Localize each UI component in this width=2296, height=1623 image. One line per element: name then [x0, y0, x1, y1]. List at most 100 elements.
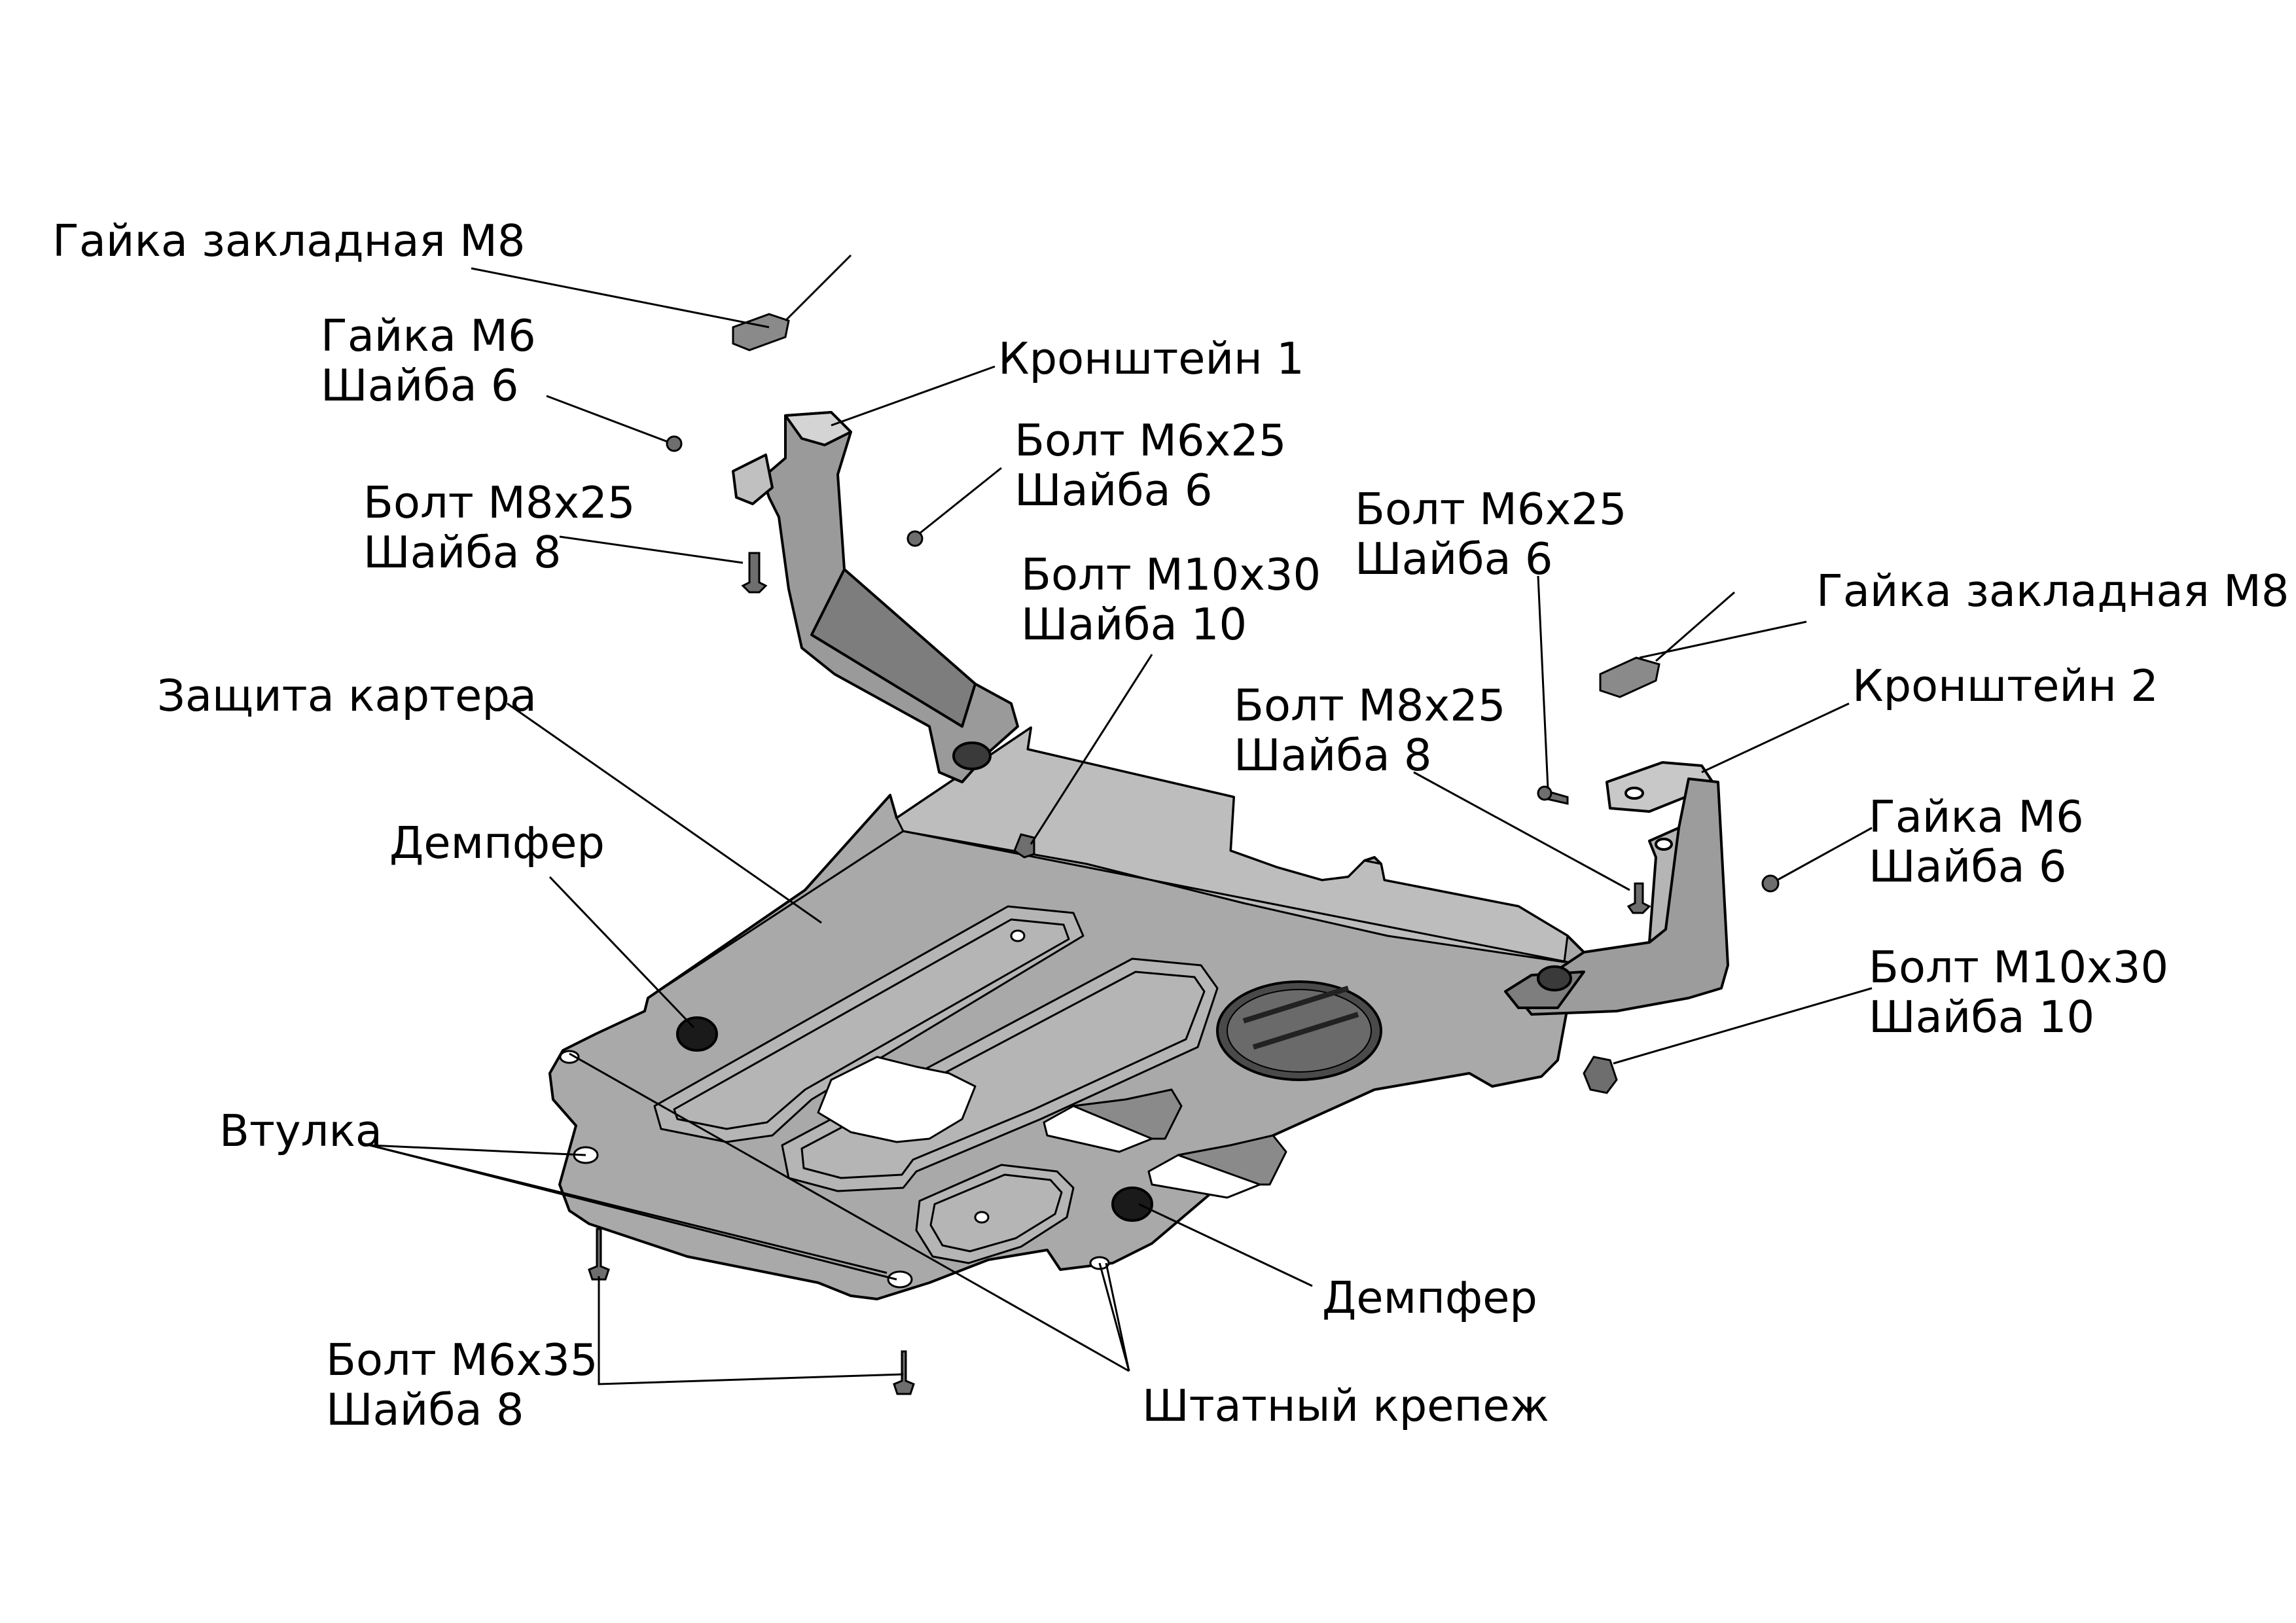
- label-nut-m6-left: Гайка М6 Шайба 6: [321, 311, 536, 410]
- nut-m6-right: [1761, 874, 1780, 893]
- label-bushing: Втулка: [219, 1106, 382, 1156]
- skid-plate-assembly: [548, 726, 1585, 1300]
- label-bolt-m6x25-left: Болт М6х25 Шайба 6: [1014, 416, 1286, 515]
- leader-bolt-m6x35: [598, 1276, 904, 1385]
- leader-bolt-m8x25-left: [559, 535, 744, 564]
- label-bolt-m6x35-line1: Болт М6х35: [326, 1334, 598, 1385]
- bolt-m10x30-top: [1013, 833, 1035, 859]
- embedded-nut-left-wire: [784, 254, 852, 322]
- plate-recess-2-inner: [800, 971, 1206, 1179]
- bracket-1: [732, 411, 1019, 783]
- damper-bottom: [1111, 1186, 1153, 1222]
- plate-vent-1-louver: [1072, 1088, 1183, 1140]
- label-bolt-m6x25-right-line2: Шайба 6: [1355, 533, 1553, 584]
- bracket-1-face: [810, 568, 977, 728]
- plate-fold-line-left: [647, 830, 904, 999]
- embedded-nut-left-body: [732, 313, 790, 351]
- bolt-m6x35-left: [588, 1228, 610, 1281]
- leader-bolt-m8x25-right: [1413, 771, 1630, 891]
- leader-bushing-3: [369, 1144, 888, 1274]
- leader-bolt-m6x25-right: [1537, 575, 1549, 789]
- label-damper-bottom: Демпфер: [1322, 1273, 1537, 1323]
- plate-recess-3-inner: [929, 1173, 1063, 1253]
- label-bolt-m10x30-right: Болт М10х30 Шайба 10: [1869, 942, 2168, 1042]
- label-bolt-m8x25-left-line2: Шайба 8: [363, 527, 562, 578]
- label-nut-embedded-left-text: Гайка закладная М8: [52, 215, 526, 266]
- label-bracket2-text: Кронштейн 2: [1852, 660, 2159, 711]
- label-bolt-m10x30-top: Болт М10х30 Шайба 10: [1021, 550, 1321, 649]
- leader-bracket1: [831, 365, 996, 427]
- label-bolt-m8x25-right-line1: Болт М8х25: [1234, 680, 1506, 731]
- leader-bolt-m10x30-top: [1030, 654, 1153, 845]
- label-bolt-m6x25-left-line1: Болт М6х25: [1014, 415, 1287, 466]
- bracket-1-body: [761, 411, 1019, 783]
- label-bolt-m6x25-right: Болт М6х25 Шайба 6: [1355, 484, 1626, 584]
- mount-hole-front: [559, 1050, 580, 1064]
- label-bolt-m8x25-left-line1: Болт М8х25: [363, 477, 636, 528]
- embedded-nut-right-wire: [1655, 591, 1735, 662]
- leader-nut-embedded-left: [471, 267, 770, 329]
- bushing-hole-2: [887, 1270, 913, 1289]
- bolt-m8x25-left: [741, 552, 768, 594]
- nut-m6-left: [666, 435, 683, 452]
- label-nut-m6-right-line2: Шайба 6: [1869, 841, 2067, 892]
- label-standard-fastener: Штатный крепеж: [1142, 1381, 1549, 1431]
- leader-bolt-m6x25-left: [919, 467, 1002, 535]
- leader-nut-embedded-right: [1639, 620, 1807, 659]
- label-nut-embedded-left: Гайка закладная М8: [52, 216, 526, 266]
- plate-recess-1-inner: [673, 918, 1070, 1130]
- bracket-2-nut: [1537, 965, 1572, 991]
- label-bolt-m6x35: Болт М6х35 Шайба 8: [326, 1335, 598, 1435]
- bolt-m6x25-left: [906, 530, 924, 547]
- bolt-m8x25-right: [1626, 882, 1651, 914]
- label-bolt-m10x30-right-line2: Шайба 10: [1869, 991, 2095, 1043]
- leader-bolt-m10x30-right: [1613, 987, 1873, 1065]
- label-damper-left-text: Демпфер: [389, 817, 605, 868]
- bolt-m6x35-right: [893, 1350, 915, 1395]
- plate-recess-1: [653, 905, 1085, 1143]
- label-bolt-m10x30-top-line2: Шайба 10: [1021, 599, 1247, 650]
- label-bracket1-text: Кронштейн 1: [998, 333, 1304, 384]
- plate-fold-line: [903, 830, 1568, 963]
- label-bolt-m8x25-right-line2: Шайба 8: [1234, 730, 1432, 781]
- label-bolt-m8x25-left: Болт М8х25 Шайба 8: [363, 478, 635, 577]
- leader-nut-m6-right: [1776, 827, 1873, 882]
- label-bolt-m10x30-top-line1: Болт М10х30: [1021, 549, 1321, 600]
- plate-vent-2-louver: [1177, 1134, 1287, 1186]
- bolt-m10x30-right: [1583, 1056, 1618, 1094]
- leader-standard-fastener-2: [1098, 1262, 1130, 1372]
- plate-upper-ledge: [895, 726, 1569, 963]
- label-crankcase-guard-text: Защита картера: [157, 670, 537, 721]
- label-bracket2: Кронштейн 2: [1852, 661, 2159, 711]
- plate-hole-top: [1010, 929, 1026, 942]
- label-nut-m6-left-line2: Шайба 6: [321, 360, 519, 411]
- fasteners: [588, 435, 1780, 1395]
- bracket-1-flange: [732, 454, 774, 505]
- bolt-m6x25-right-head: [1537, 785, 1552, 801]
- plate-hole-left: [974, 1211, 990, 1224]
- drain-hatch-slot: [1242, 986, 1359, 1050]
- bracket-2: [1504, 761, 1729, 1016]
- label-damper-bottom-text: Демпфер: [1322, 1272, 1537, 1323]
- leader-bracket2: [1701, 702, 1850, 774]
- leader-crankcase-guard: [507, 702, 822, 924]
- plate-recess-3: [915, 1164, 1075, 1264]
- label-bolt-m6x25-left-line2: Шайба 6: [1014, 465, 1213, 516]
- label-bracket1: Кронштейн 1: [998, 334, 1304, 383]
- embedded-nut-left: [732, 254, 852, 351]
- bracket-2-inner: [1648, 827, 1680, 944]
- label-nut-m6-right-line1: Гайка М6: [1869, 791, 2084, 842]
- label-bolt-m8x25-right: Болт М8х25 Шайба 8: [1234, 681, 1505, 780]
- leader-damper-left: [548, 876, 695, 1029]
- bracket-1-nut: [952, 741, 992, 770]
- leader-bushing-1: [369, 1144, 586, 1156]
- embedded-nut-right-body: [1599, 656, 1660, 698]
- label-nut-embedded-right-text: Гайка закладная М8: [1816, 565, 2289, 616]
- label-damper-left: Демпфер: [389, 818, 605, 868]
- label-nut-m6-left-line1: Гайка М6: [321, 310, 536, 361]
- leader-standard-fastener-3: [1105, 1262, 1130, 1372]
- damper-left: [676, 1016, 718, 1052]
- label-bolt-m6x25-right-line1: Болт М6х25: [1355, 484, 1627, 535]
- embedded-nut-right: [1599, 591, 1735, 698]
